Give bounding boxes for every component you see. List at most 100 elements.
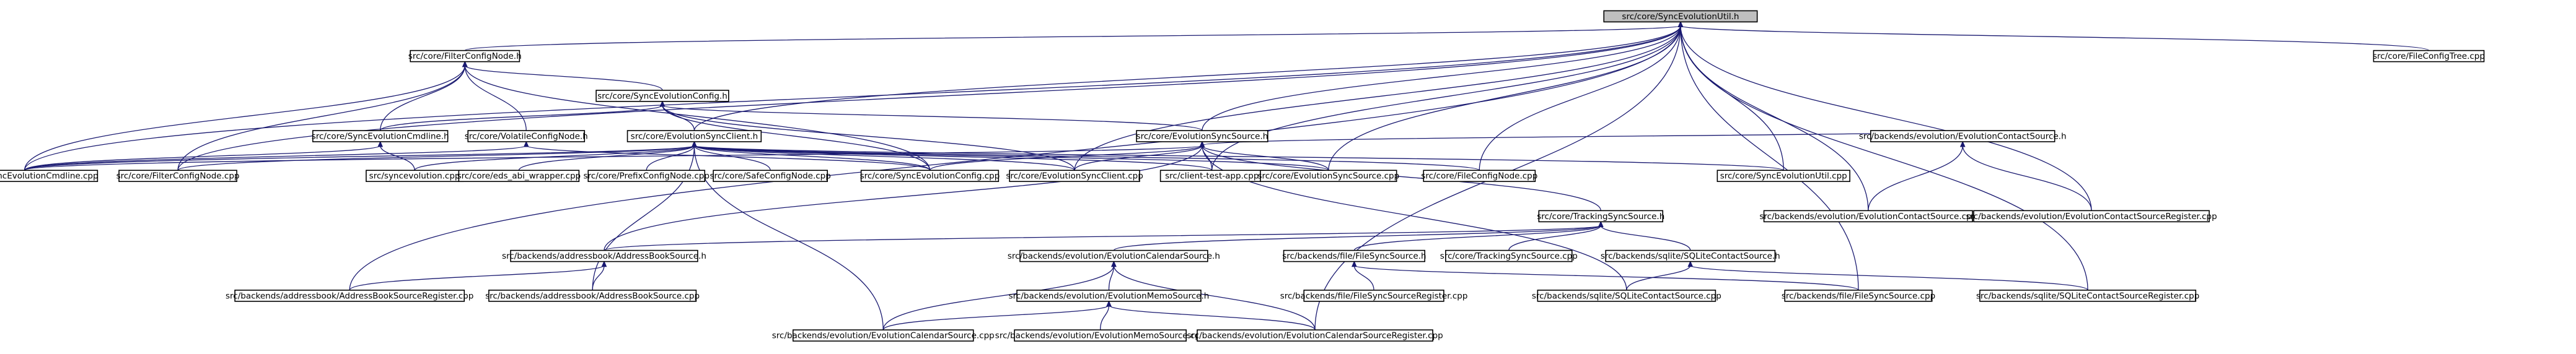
node-syncevoconfig-h[interactable]: src/core/SyncEvolutionConfig.h bbox=[596, 90, 729, 102]
node-box bbox=[1136, 130, 1268, 142]
node-volatile-h[interactable]: src/core/VolatileConfigNode.h bbox=[465, 130, 588, 142]
edge-calendar_h-calendar_cpp bbox=[882, 265, 1115, 330]
node-sqliteregister-cpp[interactable]: src/backends/sqlite/SQLiteContactSourceR… bbox=[1976, 290, 2199, 302]
node-box bbox=[1717, 170, 1850, 183]
node-label: src/backends/evolution/EvolutionContactS… bbox=[1759, 212, 1977, 222]
node-addressbook-h[interactable]: src/backends/addressbook/AddressBookSour… bbox=[502, 249, 706, 262]
node-label: src/core/FileConfigTree.cpp bbox=[2373, 51, 2485, 61]
node-filesync-h[interactable]: src/backends/file/FileSyncSource.h bbox=[1282, 249, 1426, 262]
node-label: src/core/EvolutionSyncClient.h bbox=[631, 132, 758, 142]
node-label: src/backends/evolution/EvolutionMemoSour… bbox=[995, 331, 1206, 341]
node-label: src/core/VolatileConfigNode.h bbox=[465, 132, 588, 142]
edge-filesync_h-filesync_cpp bbox=[1353, 265, 1859, 291]
edge-arrowhead bbox=[377, 140, 383, 147]
node-sqlite-h[interactable]: src/backends/sqlite/SQLiteContactSource.… bbox=[1601, 249, 1780, 262]
edge-filterconfignode_h-syncevoconfig_h bbox=[464, 65, 663, 91]
edge-client_h-syncevoconfig_cpp bbox=[693, 145, 931, 171]
edge-source_h-tracking_h bbox=[1202, 145, 1601, 211]
node-source-h[interactable]: src/core/EvolutionSyncSource.h bbox=[1136, 130, 1268, 142]
node-fileconfignode-cpp[interactable]: src/core/FileConfigNode.cpp bbox=[1421, 170, 1537, 183]
node-filterconfignode-h[interactable]: src/core/FilterConfigNode.h bbox=[408, 50, 522, 63]
node-eds-abi-cpp[interactable]: src/core/eds_abi_wrapper.cpp bbox=[457, 170, 581, 183]
node-tracking-h[interactable]: src/core/TrackingSyncSource.h bbox=[1537, 210, 1664, 223]
node-filesync-cpp[interactable]: src/backends/file/FileSyncSource.cpp bbox=[1782, 290, 1935, 302]
node-contactsource-cpp[interactable]: src/backends/evolution/EvolutionContactS… bbox=[1759, 210, 1977, 223]
node-box bbox=[1283, 249, 1426, 262]
node-configtree-cpp[interactable]: src/core/FileConfigTree.cpp bbox=[2373, 50, 2485, 63]
edge-arrowhead bbox=[1199, 140, 1205, 147]
node-label: src/core/SafeConfigNode.cpp bbox=[710, 171, 830, 181]
edge-volatile_h-syncevoconfig_cpp bbox=[525, 145, 931, 171]
node-util-cpp[interactable]: src/core/SyncEvolutionUtil.cpp bbox=[1717, 170, 1850, 183]
node-label: src/backends/evolution/EvolutionCalendar… bbox=[772, 331, 995, 341]
edge-client_h-testapp_cpp bbox=[693, 145, 1213, 171]
node-abregister-cpp[interactable]: src/backends/addressbook/AddressBookSour… bbox=[226, 290, 473, 302]
edge-syncevoconfig_h-source_h bbox=[662, 105, 1203, 131]
node-box bbox=[1009, 170, 1140, 183]
edge-memo_h-calregister_cpp bbox=[1108, 304, 1316, 330]
node-box bbox=[0, 170, 99, 183]
edge-client_h-prefix_cpp bbox=[646, 145, 695, 171]
node-box bbox=[458, 170, 580, 183]
edge-memo_h-memo_cpp bbox=[1099, 304, 1110, 330]
edge-tracking_h-calendar_h bbox=[1113, 225, 1601, 251]
node-syncevoconfig-cpp[interactable]: src/core/SyncEvolutionConfig.cpp bbox=[860, 170, 1000, 183]
node-contactregister-cpp[interactable]: src/backends/evolution/EvolutionContactS… bbox=[1966, 210, 2217, 223]
node-box bbox=[1603, 10, 1758, 23]
edge-util_h-configtree_cpp bbox=[1680, 25, 2430, 51]
node-calendar-cpp[interactable]: src/backends/evolution/EvolutionCalendar… bbox=[772, 329, 995, 342]
node-cmdline-h[interactable]: src/core/SyncEvolutionCmdline.h bbox=[312, 130, 449, 142]
edge-tracking_h-tracking_cpp bbox=[1508, 225, 1601, 251]
node-label: src/core/SyncEvolutionCmdline.cpp bbox=[0, 171, 99, 181]
node-client-cpp[interactable]: src/core/EvolutionSyncClient.cpp bbox=[1006, 170, 1143, 183]
edge-calendar_h-memo_h bbox=[1108, 265, 1115, 290]
node-memo-h[interactable]: src/backends/evolution/EvolutionMemoSour… bbox=[1009, 290, 1210, 302]
node-safe-cpp[interactable]: src/core/SafeConfigNode.cpp bbox=[710, 170, 831, 183]
node-fileregister-cpp[interactable]: src/backends/file/FileSyncSourceRegister… bbox=[1280, 290, 1468, 302]
edge-sqlite_h-sqlite_cpp bbox=[1626, 265, 1691, 291]
edge-filterconfignode_h-cmdline_cpp bbox=[24, 65, 465, 171]
edge-tracking_h-sqlite_h bbox=[1600, 225, 1691, 251]
node-util-h[interactable]: src/core/SyncEvolutionUtil.h bbox=[1603, 10, 1758, 23]
node-box bbox=[1605, 249, 1776, 262]
node-label: src/client-test-app.cpp bbox=[1165, 171, 1259, 181]
node-box bbox=[1538, 210, 1664, 223]
node-box bbox=[1537, 290, 1717, 302]
node-calendar-h[interactable]: src/backends/evolution/EvolutionCalendar… bbox=[1008, 249, 1220, 262]
node-box bbox=[713, 170, 828, 183]
node-filterconfignode-cpp[interactable]: src/core/FilterConfigNode.cpp bbox=[116, 170, 240, 183]
node-box bbox=[488, 290, 697, 302]
node-calregister-cpp[interactable]: src/backends/evolution/EvolutionCalendar… bbox=[1187, 329, 1443, 342]
node-cmdline-cpp[interactable]: src/core/SyncEvolutionCmdline.cpp bbox=[0, 170, 99, 183]
node-source-cpp[interactable]: src/core/EvolutionSyncSource.cpp bbox=[1257, 170, 1399, 183]
node-memo-cpp[interactable]: src/backends/evolution/EvolutionMemoSour… bbox=[995, 329, 1206, 342]
edge-filterconfignode_h-syncevoconfig_cpp bbox=[464, 65, 931, 171]
node-tracking-cpp[interactable]: src/core/TrackingSyncSource.cpp bbox=[1440, 249, 1578, 262]
node-label: src/core/SyncEvolutionUtil.h bbox=[1622, 12, 1739, 22]
edge-arrowhead bbox=[1111, 261, 1117, 267]
node-box bbox=[1260, 170, 1397, 183]
edge-source_h-contactsource_h bbox=[1202, 130, 1963, 146]
node-box bbox=[1303, 290, 1444, 302]
node-contactsource-h[interactable]: src/backends/evolution/EvolutionContactS… bbox=[1859, 130, 2067, 142]
node-ab-cpp[interactable]: src/backends/addressbook/AddressBookSour… bbox=[485, 290, 700, 302]
node-box bbox=[792, 329, 974, 342]
node-client-h[interactable]: src/core/EvolutionSyncClient.h bbox=[626, 130, 762, 142]
node-prefix-cpp[interactable]: src/core/PrefixConfigNode.cpp bbox=[584, 170, 710, 183]
node-box bbox=[467, 130, 586, 142]
edge-volatile_h-cmdline_cpp bbox=[24, 145, 527, 171]
node-sqlite-cpp[interactable]: src/backends/sqlite/SQLiteContactSource.… bbox=[1532, 290, 1721, 302]
edge-arrowhead bbox=[1677, 21, 1684, 27]
edge-client_h-client_cpp bbox=[693, 145, 1075, 171]
node-label: src/core/EvolutionSyncSource.cpp bbox=[1257, 171, 1399, 181]
edge-arrowhead bbox=[692, 140, 697, 147]
node-box bbox=[510, 249, 698, 262]
node-syncevolution-cpp[interactable]: src/syncevolution.cpp bbox=[366, 170, 464, 183]
node-box bbox=[234, 290, 465, 302]
node-testapp-cpp[interactable]: src/client-test-app.cpp bbox=[1159, 170, 1264, 183]
node-label: src/backends/sqlite/SQLiteContactSourceR… bbox=[1976, 291, 2199, 301]
edge-arrowhead bbox=[462, 61, 468, 67]
nodes-layer: src/core/SyncEvolutionUtil.h src/core/Fil… bbox=[0, 10, 2485, 342]
edge-sqlite_h-sqliteregister_cpp bbox=[1690, 265, 2088, 291]
